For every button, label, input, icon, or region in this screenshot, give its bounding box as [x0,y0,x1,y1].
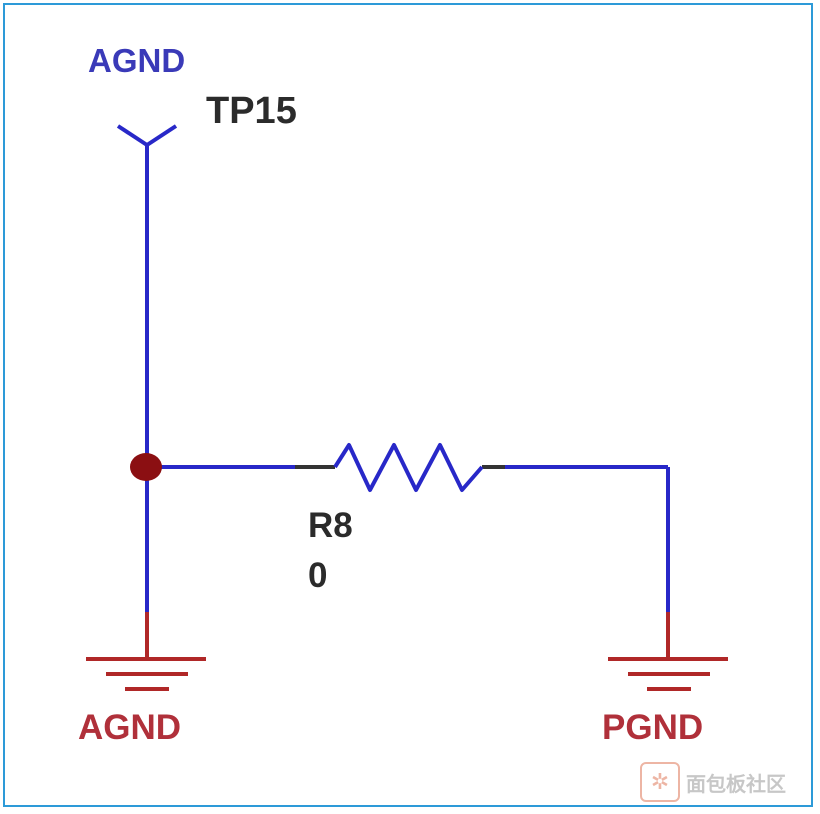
ground-label-pgnd: PGND [602,708,704,747]
resistor-reference: R8 [308,506,353,545]
resistor-r8-body [333,443,484,492]
network-logo-icon: ✲ [640,762,680,802]
ground-symbol-pgnd [608,657,728,691]
test-point-symbol [116,124,178,147]
net-label-agnd-top: AGND [88,42,186,79]
watermark: ✲ 面包板社区 [640,760,812,804]
junction-dot [130,453,162,481]
ground-symbol-agnd [86,657,206,691]
resistor-value: 0 [308,556,328,595]
watermark-text: 面包板社区 [686,771,786,796]
test-point-reference: TP15 [206,90,297,132]
ground-label-agnd: AGND [78,708,182,747]
